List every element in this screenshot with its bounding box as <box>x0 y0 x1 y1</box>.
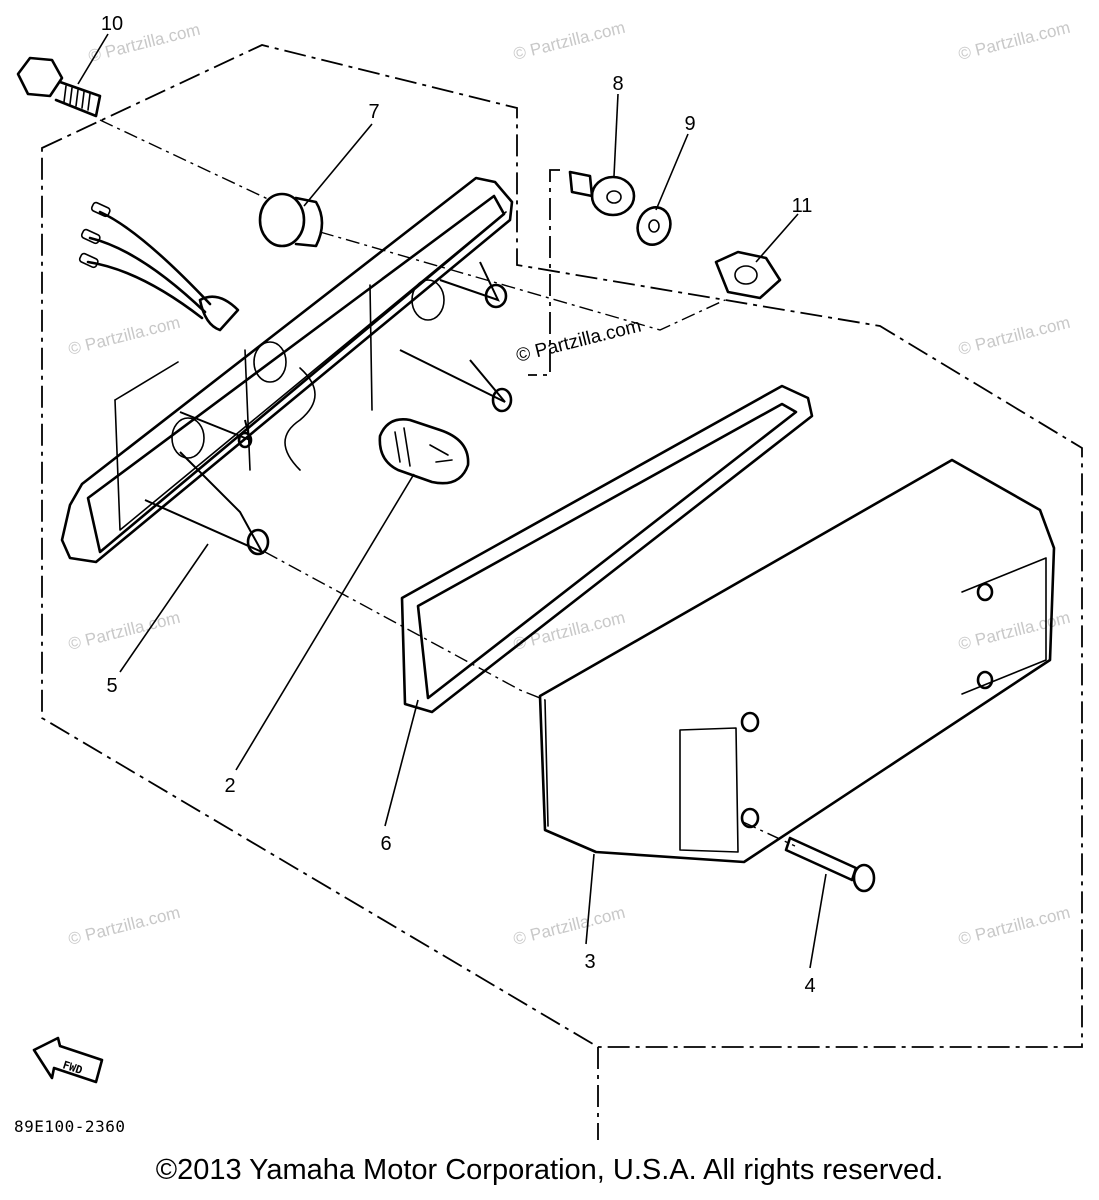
axis-line <box>264 551 546 701</box>
watermark: © Partzilla.com <box>956 18 1072 64</box>
watermark: © Partzilla.com <box>66 313 182 359</box>
callout-5: 5 <box>106 675 117 697</box>
direction-marker: FWD <box>61 1058 84 1077</box>
lens <box>538 458 1056 864</box>
watermark: © Partzilla.com <box>66 608 182 654</box>
callout-2: 2 <box>224 775 235 797</box>
washer <box>636 206 672 246</box>
bulb <box>378 418 470 485</box>
grommet <box>258 192 324 248</box>
watermark: © Partzilla.com <box>511 903 627 949</box>
callout-8: 8 <box>612 73 623 95</box>
screw <box>784 836 876 893</box>
callout-11: 11 <box>792 195 813 217</box>
callout-3: 3 <box>584 951 595 973</box>
callout-7: 7 <box>368 101 379 123</box>
watermark: © Partzilla.com <box>956 608 1072 654</box>
assembly-boundary <box>41 44 1083 1048</box>
watermark: © Partzilla.com <box>66 903 182 949</box>
sub-group-bracket <box>528 169 560 376</box>
callout-labels: 10 7 8 9 11 5 2 6 3 4 <box>101 13 816 997</box>
callout-4: 4 <box>804 975 815 997</box>
axis-line <box>99 119 271 201</box>
hex-bolt <box>16 56 102 118</box>
watermark: © Partzilla.com <box>956 313 1072 359</box>
axis-line <box>319 231 726 331</box>
callout-6: 6 <box>380 833 391 855</box>
watermark: © Partzilla.com <box>956 903 1072 949</box>
watermark: © Partzilla.com <box>514 316 643 367</box>
gasket <box>400 384 814 714</box>
wire-harness <box>78 201 240 332</box>
diagram-code: 89E100-2360 <box>14 1117 126 1136</box>
tail-light-housing <box>60 176 514 564</box>
copyright-notice: ©2013 Yamaha Motor Corporation, U.S.A. A… <box>155 1154 944 1186</box>
nut <box>714 250 782 300</box>
callout-10: 10 <box>101 13 123 35</box>
collar <box>568 170 636 217</box>
leader-lines <box>77 33 827 969</box>
callout-9: 9 <box>684 113 695 135</box>
watermark: © Partzilla.com <box>511 18 627 64</box>
watermark-layer: © Partzilla.com © Partzilla.com © Partzi… <box>66 18 1072 949</box>
watermark: © Partzilla.com <box>511 608 627 654</box>
forward-arrow-icon: FWD <box>32 1036 104 1084</box>
